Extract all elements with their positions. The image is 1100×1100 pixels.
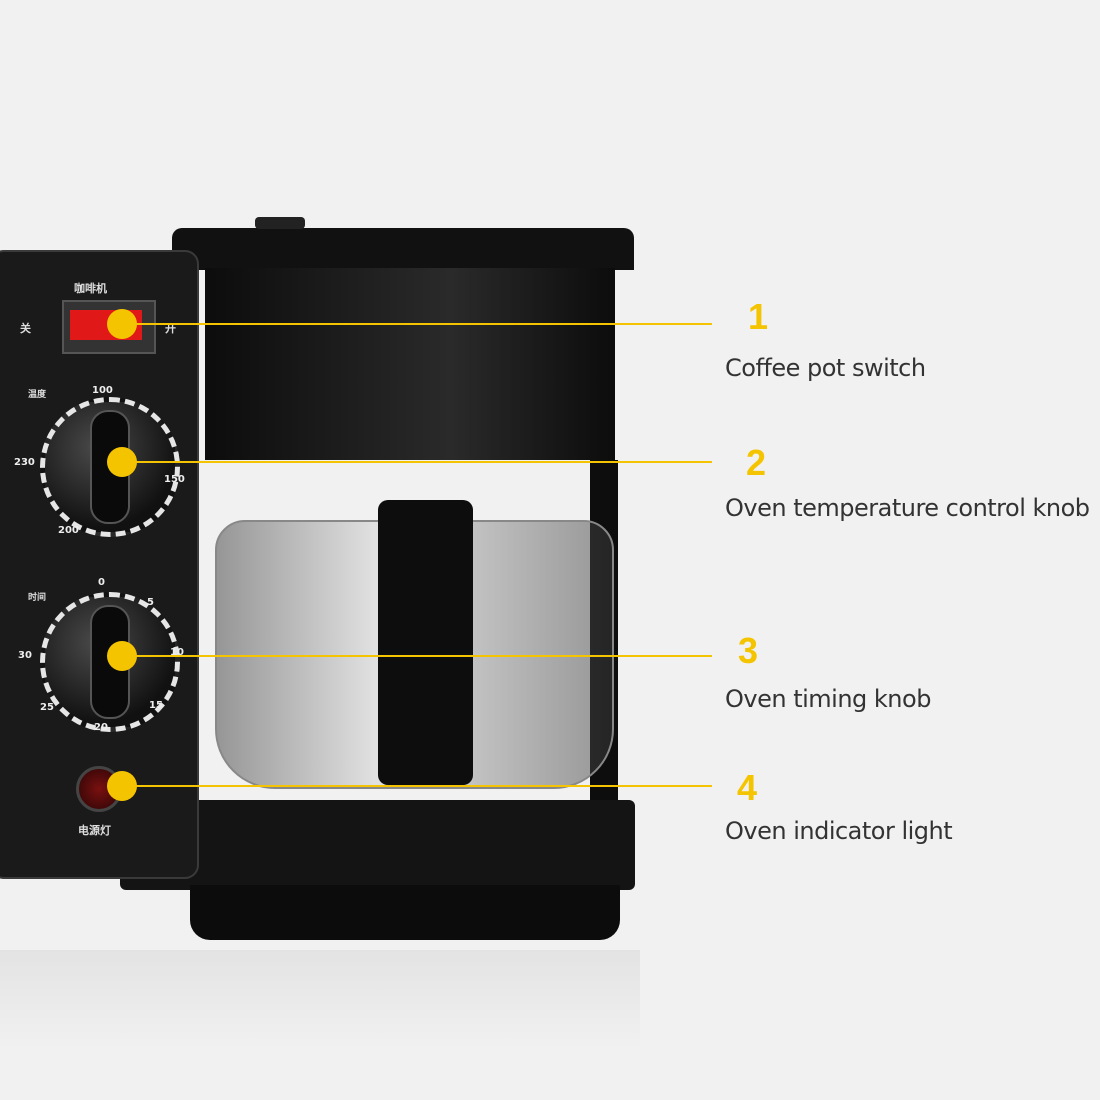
- base: [120, 800, 635, 890]
- temp-tick: 150: [164, 474, 185, 485]
- time-tick: 0: [98, 577, 105, 588]
- callout-label-3: Oven timing knob: [725, 685, 931, 713]
- off-label: 关: [20, 322, 31, 335]
- reflection: [0, 950, 640, 1050]
- time-tick: 30: [18, 650, 32, 661]
- callout-label-1: Coffee pot switch: [725, 354, 926, 382]
- time-tick: 5: [147, 597, 154, 608]
- callout-line-1: [122, 323, 712, 325]
- callout-number-2: 2: [746, 442, 767, 483]
- indicator-light-label: 电源灯: [78, 824, 111, 837]
- callout-number-3: 3: [738, 630, 759, 671]
- callout-label-4: Oven indicator light: [725, 817, 953, 845]
- temp-tick: 230: [14, 457, 35, 468]
- water-tank: [205, 268, 615, 460]
- callout-line-4: [122, 785, 712, 787]
- coffee-maker-label: 咖啡机: [74, 282, 107, 295]
- callout-number-4: 4: [737, 767, 758, 808]
- callout-number-1: 1: [748, 296, 769, 337]
- timer-knob[interactable]: [40, 592, 180, 732]
- on-label: 开: [165, 322, 176, 335]
- temp-label: 温度: [28, 390, 47, 400]
- temp-tick: 200: [58, 525, 79, 536]
- time-tick: 25: [40, 702, 54, 713]
- callout-line-2: [122, 461, 712, 463]
- time-label: 时间: [28, 593, 47, 603]
- temp-tick: 100: [92, 385, 113, 396]
- callout-label-2: Oven temperature control knob: [725, 494, 1090, 522]
- time-tick: 15: [149, 700, 163, 711]
- callout-line-3: [122, 655, 712, 657]
- time-tick: 10: [170, 647, 184, 658]
- base-foot: [190, 885, 620, 940]
- carafe-handle: [378, 500, 473, 785]
- top-button: [255, 217, 305, 229]
- time-tick: 20: [94, 722, 108, 733]
- coffee-maker-top: [172, 228, 634, 270]
